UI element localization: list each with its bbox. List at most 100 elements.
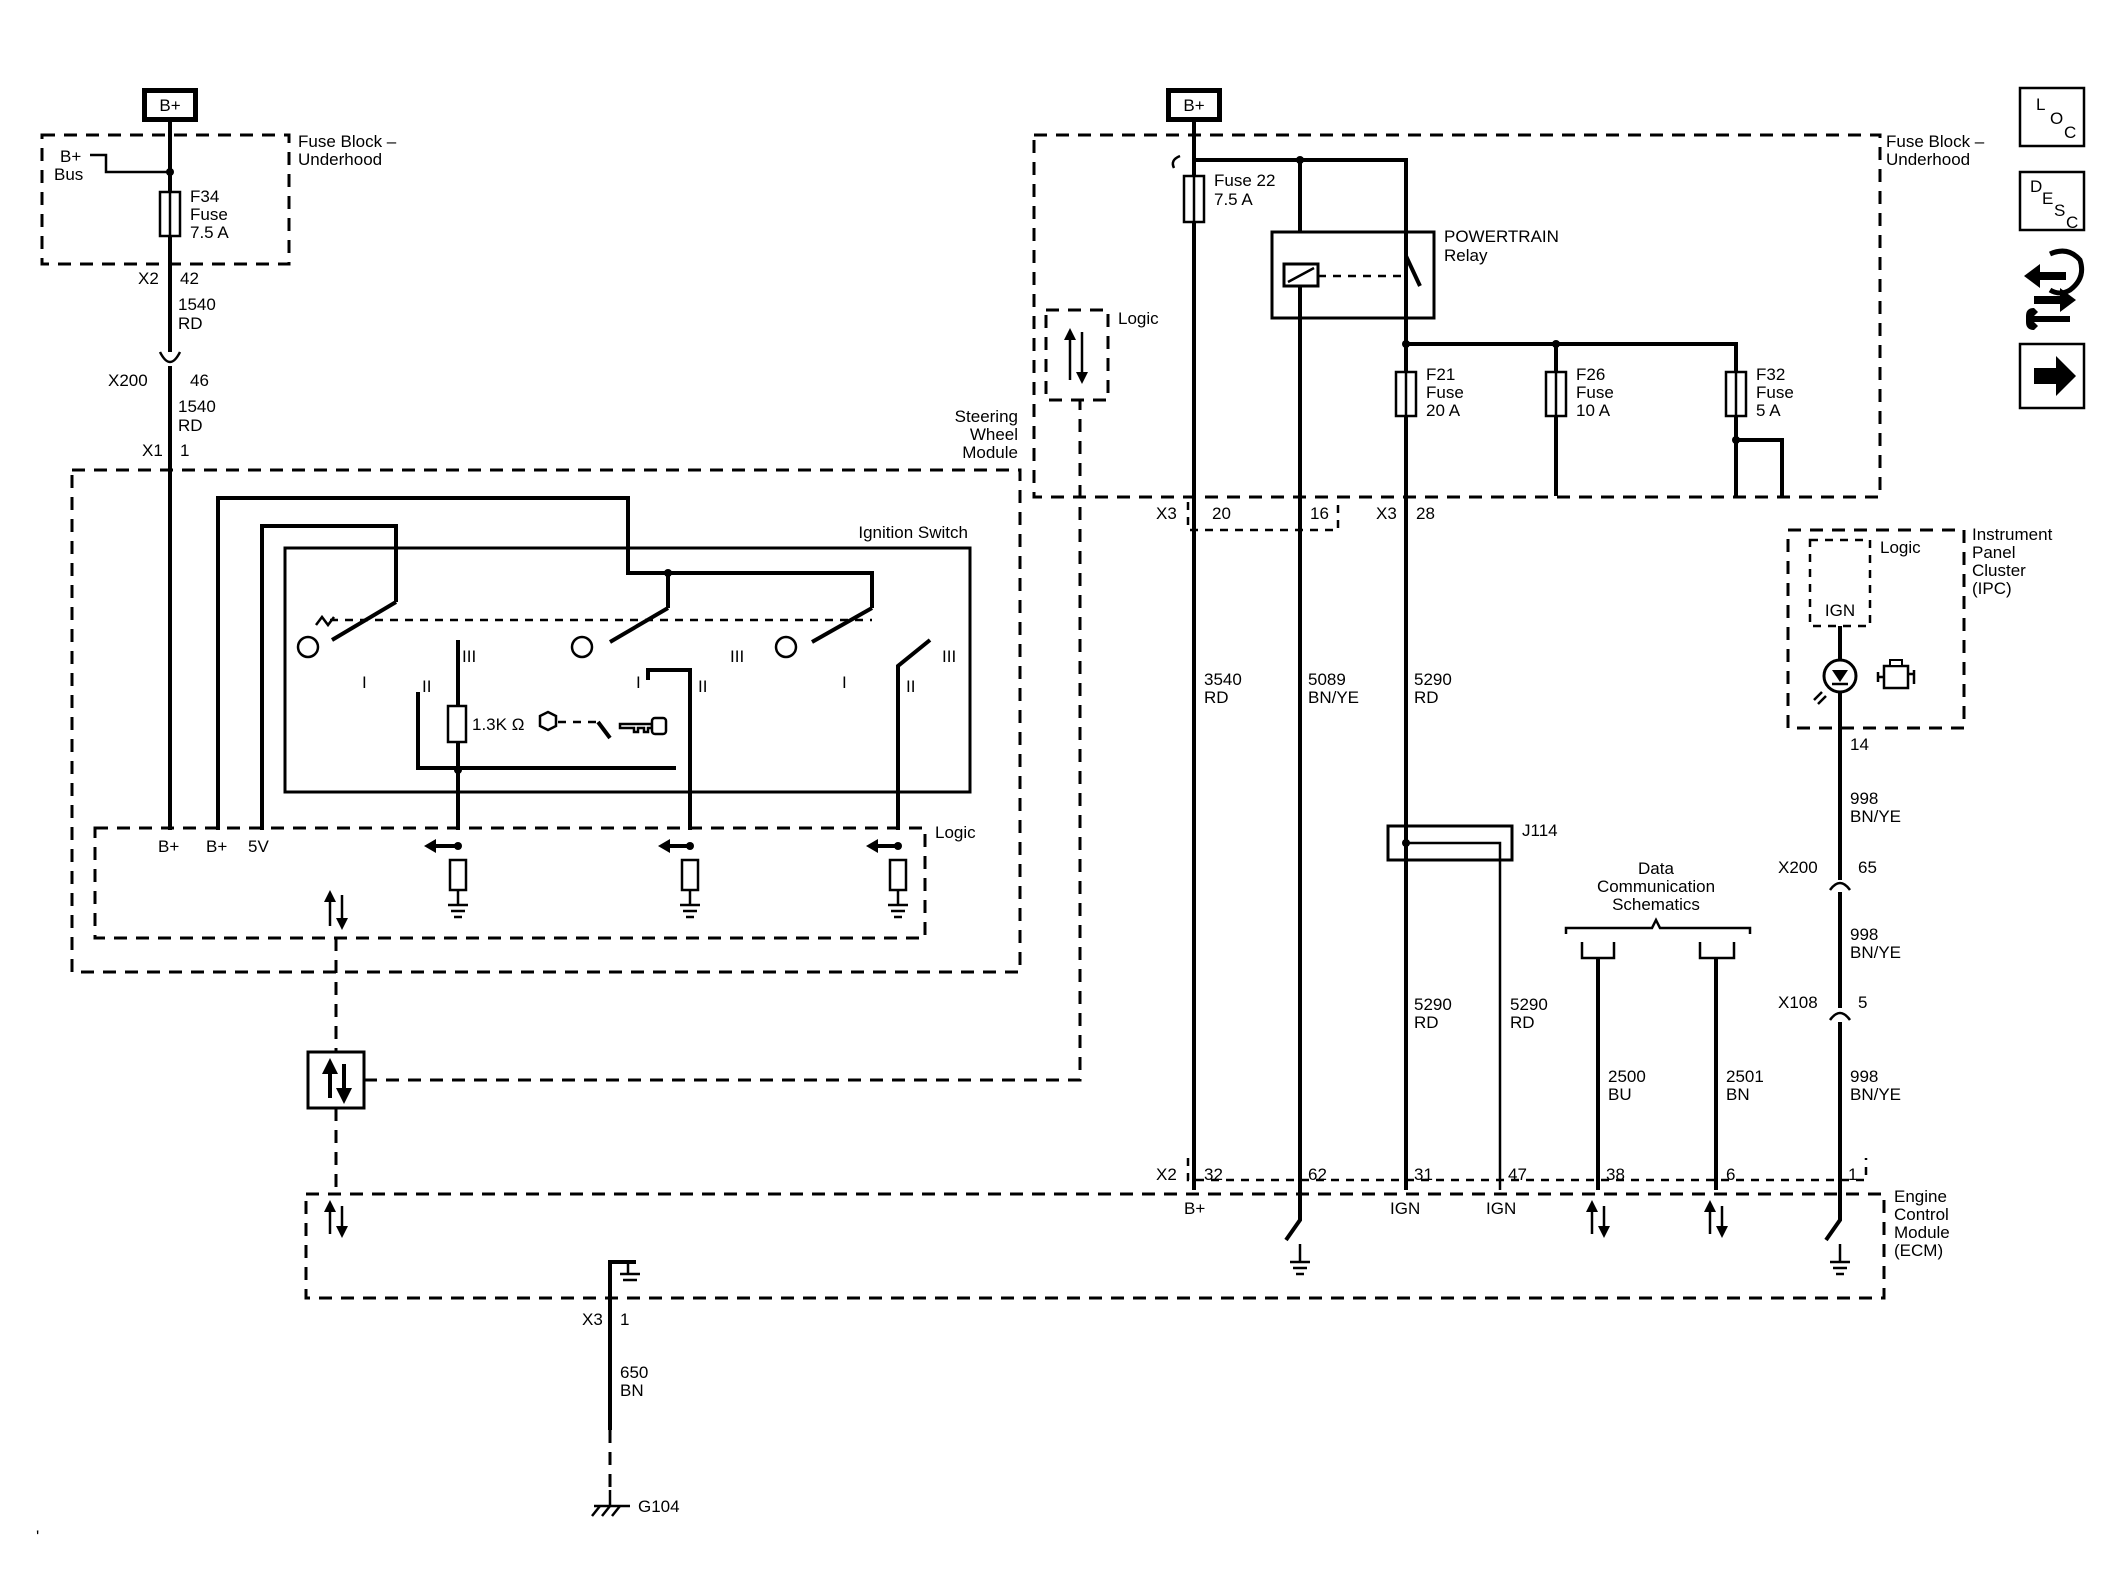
left-bus-label-1: B+ [60, 147, 81, 166]
ecm-data-arrows [324, 1200, 1728, 1238]
right-battery-supply: B+ [1166, 88, 1222, 122]
ipc-x108: X108 [1778, 993, 1818, 1012]
swm-logic-label: Logic [935, 823, 976, 842]
pin-16: 16 [1310, 504, 1329, 523]
left-battery-supply: B+ [142, 88, 198, 122]
loc-l: L [2036, 95, 2045, 114]
desc-c: C [2066, 213, 2078, 232]
w3540-color: RD [1204, 688, 1229, 707]
w998a-circuit: 998 [1850, 789, 1878, 808]
ecm-title-4: (ECM) [1894, 1241, 1943, 1260]
f26-type: Fuse [1576, 383, 1614, 402]
wire-5v [260, 524, 398, 830]
relay-subtitle: Relay [1444, 246, 1488, 265]
steering-wheel-module-box [70, 468, 1022, 974]
pin-1-x1: 1 [180, 441, 189, 460]
swm-data-arrows [324, 890, 348, 930]
ipc-title-4: (IPC) [1972, 579, 2012, 598]
pin-20: 20 [1212, 504, 1231, 523]
desc-s: S [2054, 201, 2065, 220]
swm-pin-5v: 5V [248, 837, 269, 856]
ipc-pin-65: 65 [1858, 858, 1877, 877]
splice-label: J114 [1522, 821, 1558, 840]
ecm-pin-32: 32 [1204, 1165, 1223, 1184]
engine-icon [1876, 659, 1916, 690]
light-emission-icon [1813, 691, 1827, 705]
ecm-pin-1: 1 [1848, 1165, 1857, 1184]
right-battery-label: B+ [1183, 96, 1204, 115]
description-button[interactable]: D E S C [2018, 170, 2086, 232]
sw1-pos-2: II [422, 677, 431, 696]
f34-name: F34 [190, 187, 219, 206]
w998b-color: BN/YE [1850, 943, 1901, 962]
left-fuse-block-subtitle: Underhood [298, 150, 382, 169]
diagnostic-tool-icon[interactable] [2024, 248, 2085, 330]
swm-pin-bplus-1: B+ [158, 837, 179, 856]
connector-x200-left: X200 [108, 371, 148, 390]
ecm-pin-6: 6 [1726, 1165, 1735, 1184]
ecm-label-bplus: B+ [1184, 1199, 1205, 1218]
ipc-ign-label: IGN [1825, 601, 1855, 620]
f34-rating: 7.5 A [190, 223, 229, 242]
fuse22-rating: 7.5 A [1214, 190, 1253, 209]
f21-type: Fuse [1426, 383, 1464, 402]
next-page-button[interactable] [2018, 342, 2086, 410]
ecm-title-1: Engine [1894, 1187, 1947, 1206]
sw1-pos-3: III [462, 647, 476, 666]
swm-logic-box [93, 826, 927, 940]
resistor-1-3k [446, 704, 468, 744]
ecm-label-ign-1: IGN [1390, 1199, 1420, 1218]
f26-rating: 10 A [1576, 401, 1611, 420]
w2500-color: BU [1608, 1085, 1632, 1104]
f32-name: F32 [1756, 365, 1785, 384]
w5089-circuit: 5089 [1308, 670, 1346, 689]
connector-x3-b: X3 [1376, 504, 1397, 523]
right-fuse-block-subtitle: Underhood [1886, 150, 1970, 169]
left-bus-bar [90, 153, 170, 174]
svg-text:': ' [36, 1527, 39, 1546]
connector-x1: X1 [142, 441, 163, 460]
f21-rating: 20 A [1426, 401, 1461, 420]
ipc-x200: X200 [1778, 858, 1818, 877]
sw3-pos-2: II [906, 677, 915, 696]
w2500-circuit: 2500 [1608, 1067, 1646, 1086]
swm-title-1: Steering [955, 407, 1018, 426]
sw2-pos-3: III [730, 647, 744, 666]
data-comm-title-1: Data [1638, 859, 1674, 878]
w650-circuit: 650 [620, 1363, 648, 1382]
location-button[interactable]: L O C [2018, 86, 2086, 148]
left-bus-label-2: Bus [54, 165, 83, 184]
serial-data-gateway [306, 1050, 366, 1110]
pin-42: 42 [180, 269, 199, 288]
ecm-x3: X3 [582, 1310, 603, 1329]
data-comm-title-2: Communication [1597, 877, 1715, 896]
w5290b-color: RD [1414, 1013, 1439, 1032]
ipc-title-3: Cluster [1972, 561, 2026, 580]
ignition-switch-box [283, 546, 972, 794]
ipc-logic-box [1808, 538, 1872, 628]
wire-1540-color-mid: RD [178, 416, 203, 435]
ipc-pin-14: 14 [1850, 735, 1869, 754]
wire-bplus-2 [216, 496, 874, 830]
w2501-color: BN [1726, 1085, 1750, 1104]
ecm-x3-pin: 1 [620, 1310, 629, 1329]
ecm-label-ign-2: IGN [1486, 1199, 1516, 1218]
loc-c: C [2064, 123, 2076, 142]
ecm-pin-47: 47 [1508, 1165, 1527, 1184]
ipc-title-2: Panel [1972, 543, 2015, 562]
f32-type: Fuse [1756, 383, 1794, 402]
ipc-box [1786, 528, 1966, 730]
powertrain-relay [1270, 230, 1436, 320]
sw2-pos-2: II [698, 677, 707, 696]
w3540-circuit: 3540 [1204, 670, 1242, 689]
swm-title-2: Wheel [970, 425, 1018, 444]
fuse-block-logic-label: Logic [1118, 309, 1159, 328]
ipc-logic-label: Logic [1880, 538, 1921, 557]
ground-label: G104 [638, 1497, 680, 1516]
ipc-pin-5: 5 [1858, 993, 1867, 1012]
desc-d: D [2030, 177, 2042, 196]
ignition-switch-label: Ignition Switch [858, 523, 968, 542]
w998a-color: BN/YE [1850, 807, 1901, 826]
wire-1540-circuit-mid: 1540 [178, 397, 216, 416]
